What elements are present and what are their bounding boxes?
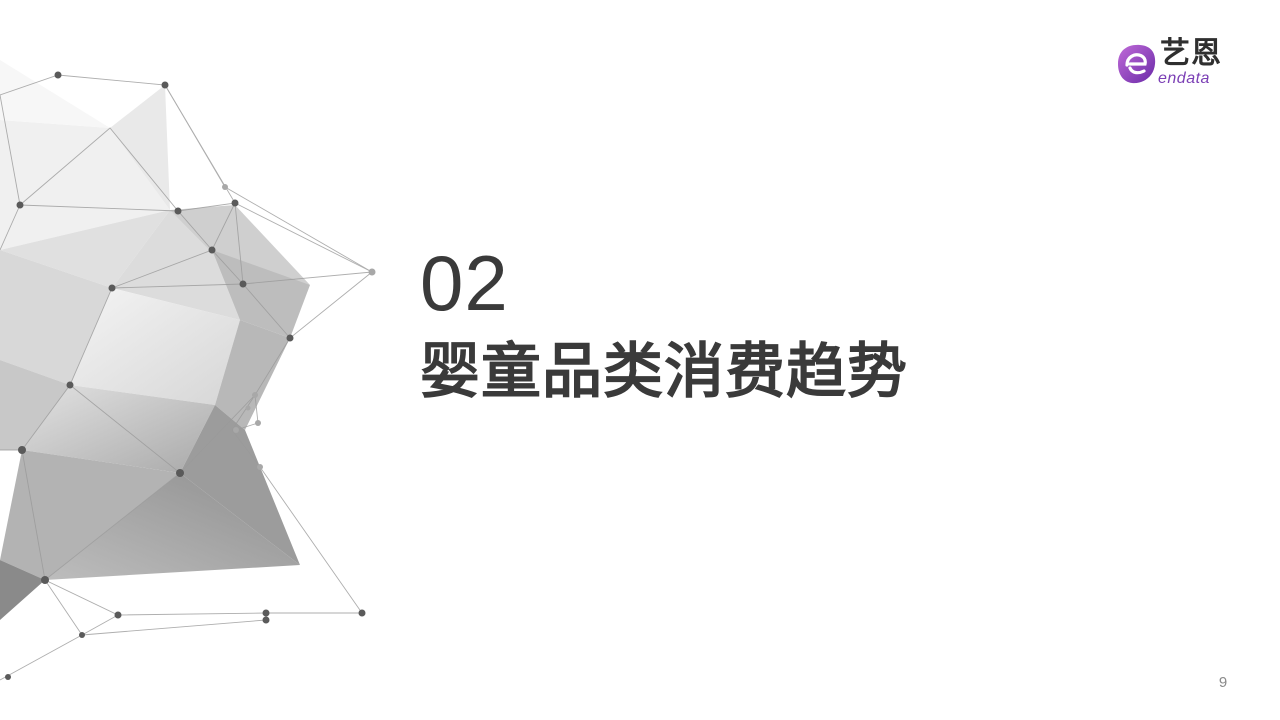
endata-logo-icon [1118, 44, 1156, 84]
logo-chinese-name: 艺恩 [1160, 36, 1222, 71]
section-title: 婴童品类消费趋势 [420, 337, 908, 407]
low-poly-network-illustration [0, 60, 376, 681]
endata-logo: 艺恩 endata [1114, 38, 1240, 90]
section-number: 02 [420, 239, 509, 327]
page-number: 9 [1218, 674, 1228, 691]
logo-english-name: endata [1158, 70, 1210, 87]
